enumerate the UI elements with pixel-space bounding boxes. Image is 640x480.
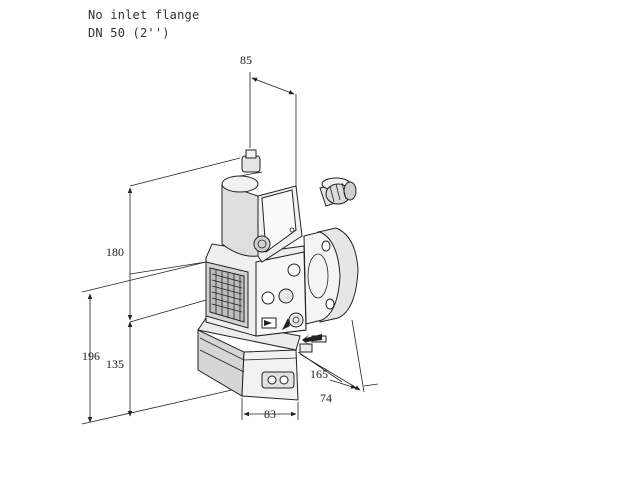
dimension-bottom-width: 83 xyxy=(241,398,299,421)
label-lower-height: 135 xyxy=(106,357,124,371)
label-top-width: 85 xyxy=(240,53,252,67)
label-total-height: 196 xyxy=(82,349,100,363)
dimension-top-width: 85 xyxy=(240,53,297,186)
label-outlet-depth: 165 xyxy=(310,367,328,381)
label-upper-height: 180 xyxy=(106,245,124,259)
dimension-total-height: 196 xyxy=(81,261,233,425)
flange-plate xyxy=(303,227,359,325)
caption-line-2: DN 50 (2'') xyxy=(88,26,170,40)
valve-body xyxy=(205,243,307,337)
label-bottom-width: 83 xyxy=(264,407,276,421)
dimension-flange-offset: 74 xyxy=(320,379,357,405)
dimension-upper-height: 180 xyxy=(106,157,241,323)
dimension-lower-height: 135 xyxy=(106,321,133,417)
cable-gland xyxy=(319,177,357,207)
dimension-lines: 85 180 135 196 83 xyxy=(81,53,379,425)
caption-line-1: No inlet flange xyxy=(88,8,200,22)
dimension-outlet-depth: 165 xyxy=(297,319,379,393)
valve-assembly xyxy=(197,149,359,401)
solenoid-coil xyxy=(221,149,303,263)
label-flange-offset: 74 xyxy=(320,391,332,405)
outlet-fitting xyxy=(299,334,327,353)
